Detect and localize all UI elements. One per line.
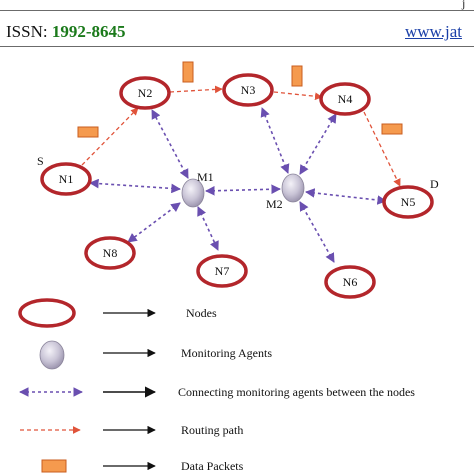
issn-text: ISSN: 1992-8645 (6, 22, 126, 42)
link-m1-n8 (127, 202, 181, 243)
legend-packets-label: Data Packets (181, 459, 244, 473)
link-m2-n6 (299, 201, 335, 263)
link-m1-n2 (151, 109, 189, 179)
agent-label-m2: M2 (266, 197, 283, 211)
node-label-n3: N3 (241, 83, 256, 97)
header-bottom-rule (0, 46, 474, 47)
legend-node-icon (18, 298, 76, 328)
route-n1-n2 (81, 107, 139, 166)
agent-m2 (281, 173, 305, 203)
link-m1-m2 (205, 184, 281, 196)
node-n4 (319, 82, 371, 116)
agent-label-m1: M1 (197, 170, 214, 184)
route-n4-n5 (363, 111, 401, 187)
route-n3-n4 (273, 91, 323, 101)
issn-number: 1992-8645 (51, 22, 126, 41)
node-label-n1: N1 (59, 172, 74, 186)
node-n3 (222, 73, 274, 107)
packet-icon (77, 126, 99, 138)
header-top-fragment: j (462, 0, 466, 10)
destination-label: D (430, 177, 439, 191)
legend: Nodes Monitoring Agents Connecting monit… (18, 298, 415, 473)
node-n5 (382, 185, 434, 219)
link-m2-n4 (299, 113, 337, 175)
node-label-n6: N6 (343, 275, 358, 289)
link-m2-n3 (260, 107, 290, 174)
packet-icon (182, 61, 194, 83)
node-n6 (324, 265, 376, 299)
node-n7 (196, 254, 248, 288)
node-label-n2: N2 (138, 86, 153, 100)
legend-packet-icon (41, 459, 67, 473)
journal-url[interactable]: www.jat (405, 22, 462, 41)
legend-routing-label: Routing path (181, 423, 243, 437)
link-m1-n1 (89, 178, 181, 194)
legend-nodes-label: Nodes (186, 306, 217, 320)
node-label-n7: N7 (215, 264, 230, 278)
agent-m1 (181, 178, 205, 208)
legend-agent-icon (39, 340, 65, 370)
issn-label: ISSN: (6, 22, 52, 41)
node-n8 (84, 236, 136, 270)
legend-connecting-label: Connecting monitoring agents between the… (178, 385, 415, 399)
header-top-rule (0, 10, 474, 11)
node-n1 (40, 162, 92, 196)
link-m2-n5 (305, 188, 387, 205)
node-label-n8: N8 (103, 246, 118, 260)
node-n2 (119, 76, 171, 110)
packet-icon (381, 123, 403, 135)
route-n2-n3 (169, 85, 223, 94)
packets (77, 61, 403, 138)
link-m1-n7 (197, 206, 219, 251)
source-label: S (37, 154, 44, 168)
node-label-n4: N4 (338, 92, 353, 106)
node-label-n5: N5 (401, 195, 416, 209)
packet-icon (291, 65, 303, 87)
legend-agents-label: Monitoring Agents (181, 346, 272, 360)
